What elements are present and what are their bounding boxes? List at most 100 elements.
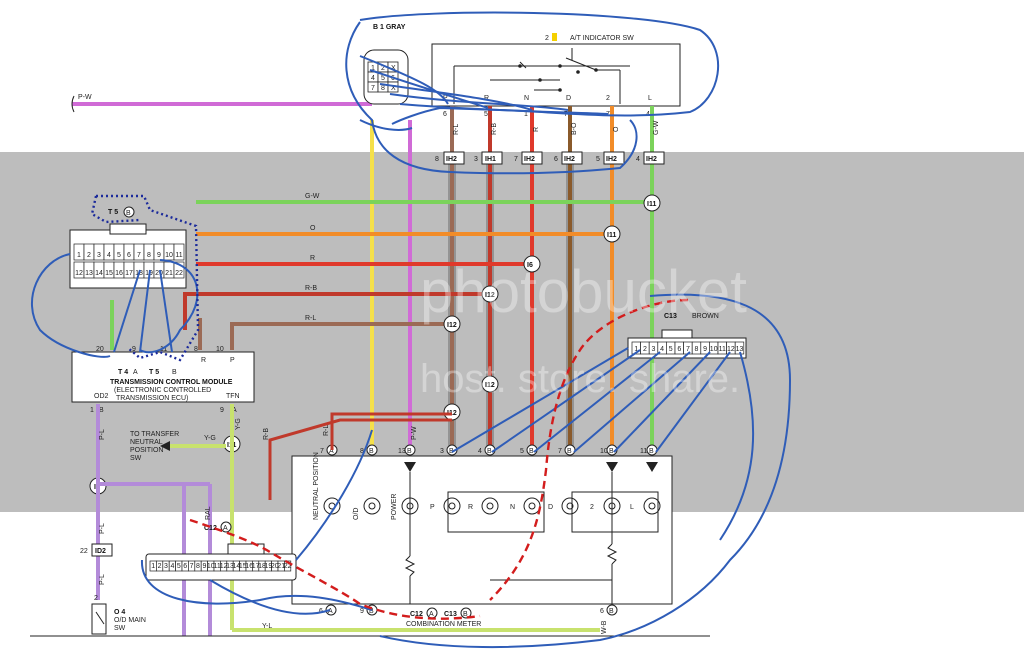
- ecu-pin-label-17: 17: [125, 270, 133, 277]
- vwire-label-bo: B-O: [571, 122, 578, 135]
- meter-lamp-core-5: [528, 502, 536, 510]
- tcm-pin-11: 11: [160, 346, 167, 353]
- id2-box: [91, 543, 113, 557]
- c12-pin-label-16: 16: [245, 563, 253, 570]
- meter-lamp-core-6: [566, 502, 574, 510]
- sw-pos-r: R: [484, 95, 489, 102]
- ih-code-2: IH2: [524, 156, 535, 163]
- meter-top-pin-num-8: 11: [640, 448, 647, 455]
- c13-pin-label-9: 9: [703, 346, 707, 353]
- hwire-r: R: [310, 255, 315, 262]
- meter-lamp-4: [481, 497, 499, 515]
- dotted-navy-outline: [90, 194, 200, 362]
- meter-lamp-label-5: N: [510, 504, 515, 511]
- c12-pin-label-20: 20: [271, 563, 279, 570]
- wire-rl-meter: R-L: [323, 425, 330, 436]
- sw-pin-5: 5: [484, 111, 488, 118]
- wire-rb-lower: R-B: [263, 428, 270, 440]
- hwire-rl: R-L: [305, 315, 316, 322]
- meter-resistors: [404, 472, 659, 604]
- meter-diodes: [404, 462, 658, 472]
- id2-code: ID2: [95, 548, 106, 555]
- sw-pin-6: 6: [443, 111, 447, 118]
- meter-wb-label: W-B: [601, 620, 608, 634]
- horizontal-wires: [110, 200, 652, 350]
- meter-top-pin-badge-2: [404, 444, 416, 456]
- ih-code-0: IH2: [446, 156, 457, 163]
- meter-top-pin-num-3: 3: [440, 448, 444, 455]
- c12-pin-label-21: 21: [277, 563, 285, 570]
- c12-pin-label-6: 6: [183, 563, 187, 570]
- junction-i12-b: I12: [447, 322, 457, 329]
- tcm-pin-9: 9: [132, 346, 136, 353]
- junction-i12-a: I12: [485, 292, 495, 299]
- sw-pos-p: P: [443, 95, 448, 102]
- ecu-pin-label-5: 5: [117, 252, 121, 259]
- ih-pin-0: 8: [435, 156, 439, 163]
- ecu-pin-label-21: 21: [165, 270, 173, 277]
- c13-code: C13: [664, 313, 677, 320]
- yellow-marker: [552, 33, 557, 41]
- meter-lamp-6: [561, 497, 579, 515]
- c12-pin-label-14: 14: [233, 563, 241, 570]
- ecu-pin-cell-22: [173, 261, 185, 279]
- tcm-pin1p: B: [99, 407, 104, 414]
- tc-pin-1: 1: [371, 65, 375, 72]
- c12-pin-label-18: 18: [258, 563, 266, 570]
- ecu-pin-label-9: 9: [157, 252, 161, 259]
- tcm-pin9: 9: [220, 407, 224, 414]
- junction-i12-c: I12: [485, 382, 495, 389]
- c12-pin-label-22: 22: [284, 563, 292, 570]
- transfer-line4: SW: [130, 455, 142, 462]
- meter-lamp-label-0: NEUTRAL POSITION: [313, 452, 320, 520]
- lower-wires: [268, 412, 452, 500]
- hwire-gw: G-W: [305, 193, 320, 200]
- meter-bottom-pin-badge-3: [606, 604, 618, 616]
- meter-top-pin-conn-5: B: [529, 448, 534, 455]
- meter-top-pin-conn-3: B: [449, 448, 454, 455]
- ih-pin-3: 6: [554, 156, 558, 163]
- meter-lamp-0: [323, 497, 341, 515]
- ih-pin-5: 4: [636, 156, 640, 163]
- od-switch-body: [91, 603, 107, 635]
- meter-lamp-label-6: D: [548, 504, 553, 511]
- tcm-pin-p: P: [230, 357, 235, 364]
- ecu-pin-label-12: 12: [75, 270, 83, 277]
- ecu-pin-label-7: 7: [137, 252, 141, 259]
- c12-pin-label-9: 9: [202, 563, 206, 570]
- c12-pin-label-3: 3: [164, 563, 168, 570]
- sw-pos-n: N: [524, 95, 529, 102]
- ecu-pin-label-8: 8: [147, 252, 151, 259]
- c13-pin-label-3: 3: [652, 346, 656, 353]
- meter-c12: C12: [410, 611, 423, 618]
- ecu-pin-label-10: 10: [165, 252, 173, 259]
- at-switch-pin-num: 2: [545, 35, 549, 42]
- wire-pw-meter: P-W: [411, 426, 418, 440]
- meter-bottom-pin-2: 9: [360, 608, 364, 615]
- c12-code: C12: [204, 525, 217, 532]
- c12-pin-label-12: 12: [220, 563, 228, 570]
- meter-top-pin-num-0: 7: [320, 448, 324, 455]
- ecu-pin-label-22: 22: [175, 270, 183, 277]
- od-sw-title2: SW: [114, 625, 126, 632]
- c12-connector-latch: [227, 543, 265, 555]
- c12-pin-label-17: 17: [252, 563, 260, 570]
- vwire-label-o: O: [613, 126, 620, 132]
- c13-label: BROWN: [692, 313, 719, 320]
- tc-pin-x2: X: [391, 85, 396, 92]
- ih-code-5: IH2: [646, 156, 657, 163]
- meter-lamp-core-8: [648, 502, 656, 510]
- tcm-pin-10: 10: [216, 346, 224, 353]
- transfer-line3: POSITION: [130, 447, 163, 454]
- sw-pin-7a: 7: [564, 111, 568, 118]
- od-sw-pin: 2: [94, 595, 98, 602]
- watermark-brand: photobucket: [420, 258, 747, 325]
- tcm-subtitle2: TRANSMISSION ECU): [116, 395, 188, 402]
- od-sw-title: O/D MAIN: [114, 617, 146, 624]
- meter-lamp-core-3: [448, 502, 456, 510]
- meter-top-pin-badge-1: [366, 444, 378, 456]
- sw-pin-1: 1: [524, 111, 528, 118]
- wire-break-mark: [71, 95, 75, 113]
